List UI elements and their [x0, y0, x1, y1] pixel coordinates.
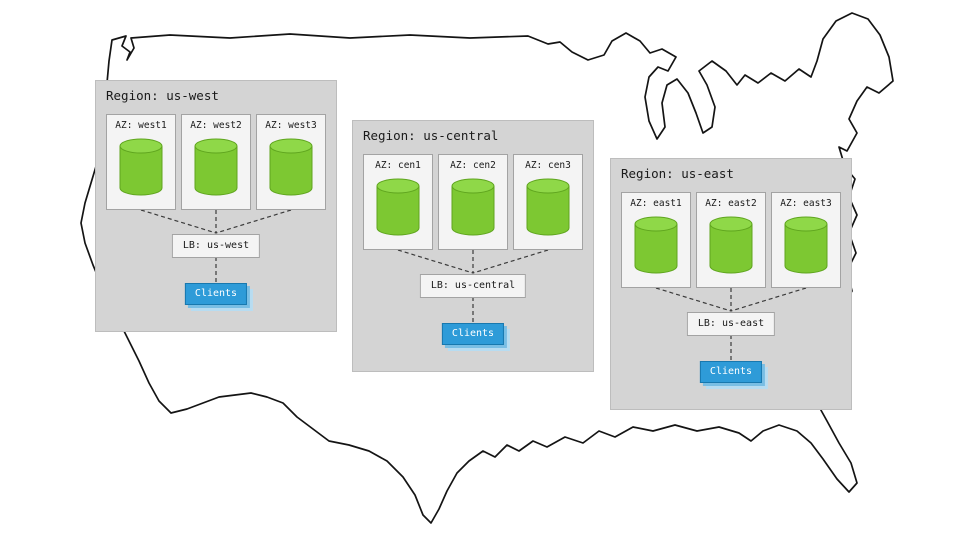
az-box-east2: AZ: east2	[696, 192, 766, 288]
az-label: AZ: west2	[190, 120, 242, 131]
az-box-west1: AZ: west1	[106, 114, 176, 210]
load-balancer-box: LB: us-east	[686, 312, 776, 336]
az-label: AZ: cen1	[375, 160, 421, 171]
az-row: AZ: cen1 AZ: cen2 AZ: cen3	[363, 154, 583, 250]
region-us-east: Region: us-east AZ: east1 AZ: east2 AZ: …	[610, 158, 852, 410]
database-cylinder-icon	[269, 138, 313, 196]
az-box-cen2: AZ: cen2	[438, 154, 508, 250]
az-box-cen1: AZ: cen1	[363, 154, 433, 250]
az-label: AZ: east1	[630, 198, 682, 209]
clients-box: Clients	[699, 361, 763, 383]
az-label: AZ: cen2	[450, 160, 496, 171]
az-label: AZ: east3	[780, 198, 832, 209]
database-cylinder-icon	[784, 216, 828, 274]
region-title: Region: us-east	[621, 166, 734, 181]
database-cylinder-icon	[119, 138, 163, 196]
az-box-west2: AZ: west2	[181, 114, 251, 210]
clients-box: Clients	[441, 323, 505, 345]
database-cylinder-icon	[709, 216, 753, 274]
database-cylinder-icon	[194, 138, 238, 196]
az-label: AZ: cen3	[525, 160, 571, 171]
az-label: AZ: east2	[705, 198, 757, 209]
region-us-central: Region: us-central AZ: cen1 AZ: cen2 AZ:…	[352, 120, 594, 372]
az-box-east1: AZ: east1	[621, 192, 691, 288]
az-box-east3: AZ: east3	[771, 192, 841, 288]
region-title: Region: us-west	[106, 88, 219, 103]
az-row: AZ: west1 AZ: west2 AZ: west3	[106, 114, 326, 210]
az-box-cen3: AZ: cen3	[513, 154, 583, 250]
load-balancer-box: LB: us-west	[171, 234, 261, 258]
az-label: AZ: west3	[265, 120, 317, 131]
database-cylinder-icon	[376, 178, 420, 236]
database-cylinder-icon	[526, 178, 570, 236]
region-title: Region: us-central	[363, 128, 499, 143]
region-us-west: Region: us-west AZ: west1 AZ: west2 AZ: …	[95, 80, 337, 332]
database-cylinder-icon	[634, 216, 678, 274]
load-balancer-box: LB: us-central	[419, 274, 527, 298]
clients-box: Clients	[184, 283, 248, 305]
az-label: AZ: west1	[115, 120, 167, 131]
database-cylinder-icon	[451, 178, 495, 236]
az-box-west3: AZ: west3	[256, 114, 326, 210]
az-row: AZ: east1 AZ: east2 AZ: east3	[621, 192, 841, 288]
